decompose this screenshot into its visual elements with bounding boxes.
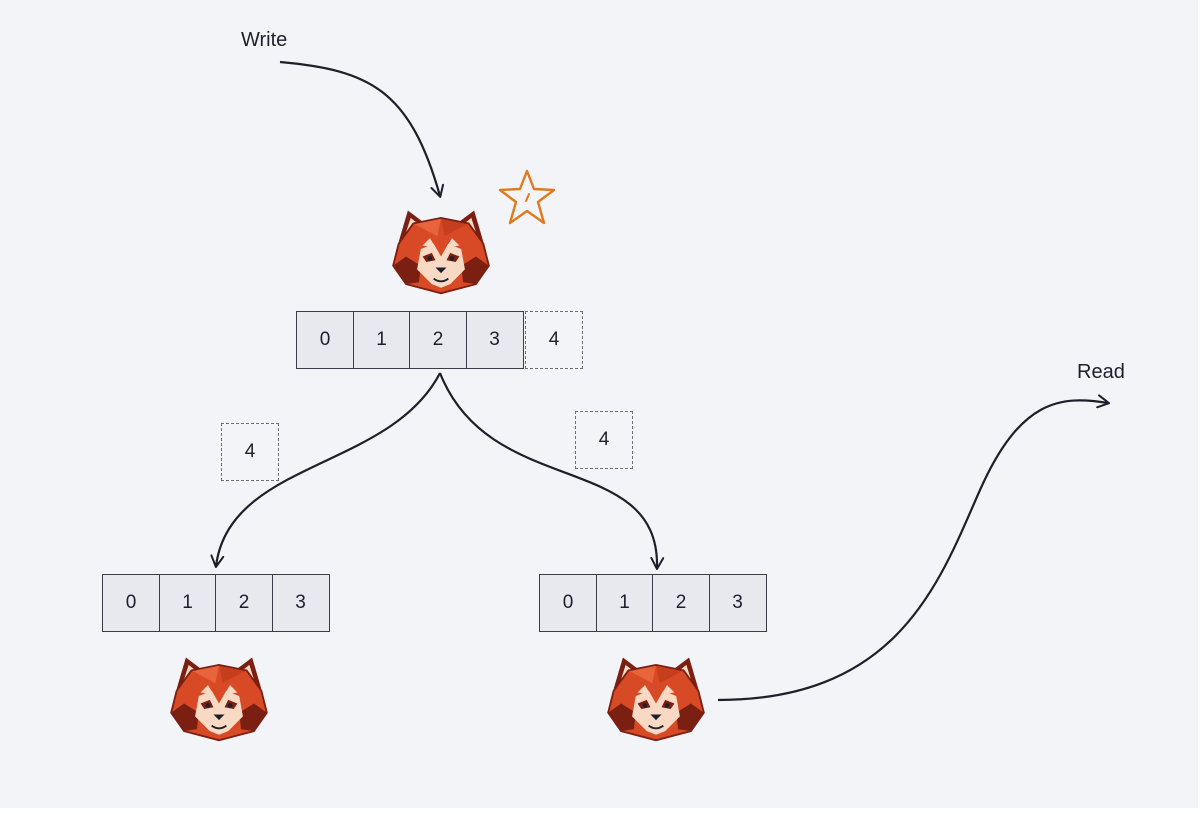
log-entry: 1 bbox=[595, 574, 654, 632]
log-entry: 0 bbox=[102, 574, 160, 632]
read-label: Read bbox=[1077, 361, 1125, 383]
replicate-left-arrow bbox=[210, 372, 441, 568]
leader-log: 0 1 2 3 4 bbox=[296, 311, 583, 369]
log-entry: 2 bbox=[215, 574, 273, 632]
log-entry: 1 bbox=[352, 311, 411, 369]
log-entry: 1 bbox=[158, 574, 217, 632]
follower-right-log: 0 1 2 3 bbox=[539, 574, 767, 632]
pending-log-entry: 4 bbox=[525, 311, 583, 369]
replicate-right-arrow bbox=[438, 372, 665, 570]
write-label: Write bbox=[241, 29, 288, 51]
follower-right-red-panda-icon bbox=[600, 652, 712, 744]
log-entry: 3 bbox=[708, 574, 767, 632]
in-flight-entry-right: 4 bbox=[575, 411, 633, 469]
read-arrow bbox=[717, 394, 1110, 702]
in-flight-entry-left: 4 bbox=[221, 423, 279, 481]
leader-red-panda-icon bbox=[385, 205, 497, 297]
log-entry: 3 bbox=[271, 574, 330, 632]
write-arrow bbox=[279, 60, 445, 198]
log-entry: 2 bbox=[652, 574, 710, 632]
follower-left-log: 0 1 2 3 bbox=[102, 574, 330, 632]
log-entry: 0 bbox=[539, 574, 597, 632]
log-entry: 2 bbox=[409, 311, 467, 369]
follower-left-red-panda-icon bbox=[163, 652, 275, 744]
log-entry: 0 bbox=[296, 311, 354, 369]
star-icon bbox=[498, 169, 556, 225]
log-entry: 3 bbox=[465, 311, 524, 369]
